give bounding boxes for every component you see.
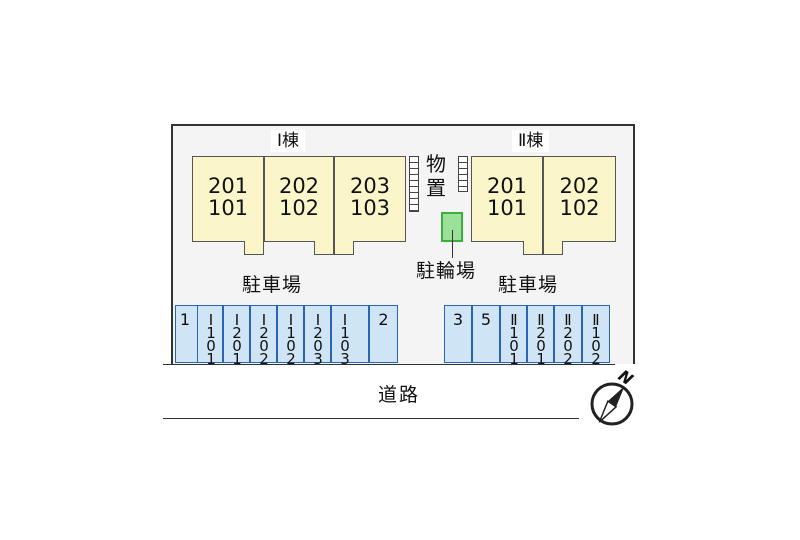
unit-lower-number: 102 bbox=[278, 196, 320, 220]
road-lower-edge bbox=[163, 418, 579, 419]
bicycle-parking-label: 駐輪場 bbox=[416, 260, 477, 282]
parking-slot-number: 2 bbox=[378, 310, 389, 329]
parking-slot-unit: Ⅰ203 bbox=[313, 311, 323, 368]
parking-slot[interactable]: 3 bbox=[444, 305, 472, 363]
parking-slot[interactable]: Ⅰ102 bbox=[277, 305, 304, 368]
parking-slot[interactable]: Ⅱ102 bbox=[582, 305, 610, 368]
parking-slot-unit: Ⅱ101 bbox=[509, 311, 519, 368]
unit-upper-number: 202 bbox=[278, 174, 320, 198]
building-2-label: Ⅱ棟 bbox=[512, 130, 550, 152]
parking-slot-unit: Ⅰ101 bbox=[206, 311, 216, 368]
bicycle-parking-leader-line bbox=[452, 230, 453, 258]
parking-slot[interactable]: Ⅰ201 bbox=[223, 305, 250, 368]
unit-lower-number: 103 bbox=[349, 196, 391, 220]
unit-upper-number: 203 bbox=[349, 174, 391, 198]
parking-slot-unit: Ⅱ102 bbox=[591, 311, 601, 368]
parking-lot-1-label: 駐車場 bbox=[242, 274, 303, 296]
parking-slot[interactable]: 2 bbox=[369, 305, 398, 363]
unit-upper-number: 202 bbox=[559, 174, 600, 198]
unit-block-1-203-103[interactable]: 203 103 bbox=[334, 156, 406, 242]
parking-slot-unit: Ⅰ201 bbox=[232, 311, 242, 368]
parking-lot-2-label: 駐車場 bbox=[498, 274, 559, 296]
unit-lower-number: 102 bbox=[559, 196, 600, 220]
unit-entrance bbox=[334, 241, 354, 255]
storage-label: 物置 bbox=[426, 152, 446, 200]
unit-entrance bbox=[314, 241, 334, 255]
unit-entrance bbox=[523, 241, 543, 255]
parking-slot[interactable]: Ⅱ101 bbox=[500, 305, 527, 368]
parking-slot[interactable]: Ⅱ201 bbox=[527, 305, 554, 368]
storage-shelf-right bbox=[458, 156, 468, 192]
parking-slot[interactable]: Ⅰ101 bbox=[197, 305, 223, 368]
compass-icon bbox=[590, 382, 634, 426]
parking-slot-number: 5 bbox=[480, 310, 492, 329]
parking-slot-unit: Ⅱ202 bbox=[563, 311, 573, 368]
parking-slot-unit: Ⅰ103 bbox=[340, 311, 350, 368]
unit-entrance bbox=[244, 241, 264, 255]
parking-slot[interactable]: Ⅱ202 bbox=[554, 305, 582, 368]
building-1-label: Ⅰ棟 bbox=[271, 130, 306, 152]
parking-slot-number: 1 bbox=[179, 310, 191, 329]
storage-shelf-left bbox=[409, 156, 419, 212]
unit-block-1-202-102[interactable]: 202 102 bbox=[264, 156, 334, 242]
parking-slot-number: 3 bbox=[452, 310, 464, 329]
unit-upper-number: 201 bbox=[207, 174, 249, 198]
parking-slot-unit: Ⅰ102 bbox=[286, 311, 296, 368]
unit-entrance bbox=[543, 241, 563, 255]
unit-lower-number: 101 bbox=[486, 196, 528, 220]
unit-upper-number: 201 bbox=[486, 174, 528, 198]
parking-slot[interactable]: Ⅰ203 bbox=[304, 305, 331, 368]
parking-slot[interactable]: Ⅰ103 bbox=[331, 305, 369, 368]
parking-slot-unit: Ⅰ202 bbox=[259, 311, 269, 368]
unit-block-1-201-101[interactable]: 201 101 bbox=[192, 156, 264, 242]
road-upper-edge bbox=[163, 364, 615, 365]
road-label: 道路 bbox=[378, 384, 421, 406]
unit-lower-number: 101 bbox=[207, 196, 249, 220]
parking-slot-unit: Ⅱ201 bbox=[536, 311, 546, 368]
parking-slot[interactable]: Ⅰ202 bbox=[250, 305, 277, 368]
parking-slot[interactable]: 5 bbox=[472, 305, 500, 363]
unit-block-2-201-101[interactable]: 201 101 bbox=[471, 156, 543, 242]
unit-block-2-202-102[interactable]: 202 102 bbox=[543, 156, 616, 242]
